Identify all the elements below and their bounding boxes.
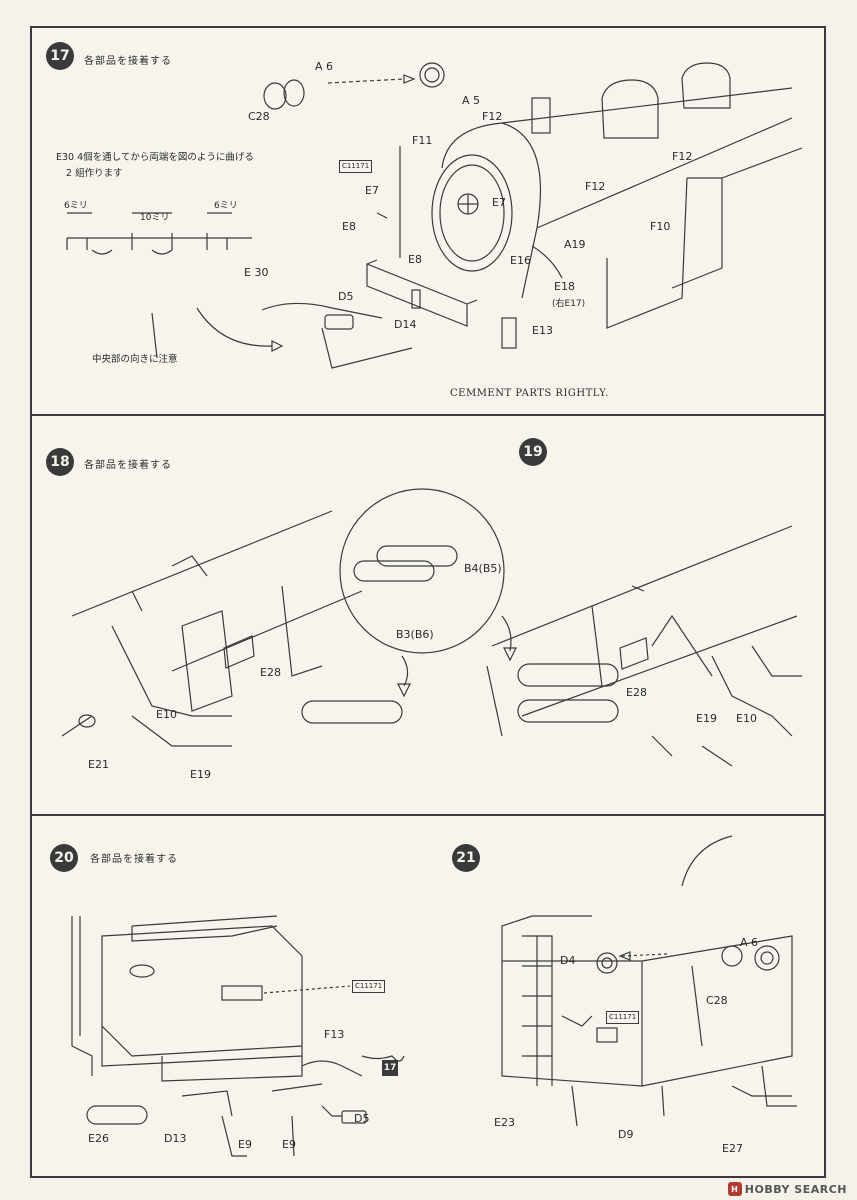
step-20-badge: 20 [50, 844, 78, 872]
s18-label-e28: E28 [260, 666, 281, 679]
s21-label-e23: E23 [494, 1116, 515, 1129]
s18-label-e19: E19 [190, 768, 211, 781]
s19-label-e10: E10 [736, 712, 757, 725]
s18-label-e10: E10 [156, 708, 177, 721]
label-e18-sub: (右E17) [552, 299, 586, 309]
step-19-badge: 19 [519, 438, 547, 466]
label-d14: D14 [394, 318, 417, 331]
label-f10: F10 [650, 220, 671, 233]
label-a19: A19 [564, 238, 586, 251]
step-18-19-drawing [61, 488, 802, 767]
label-e16: E16 [510, 254, 531, 267]
callout-label-b3: B3(B6) [396, 628, 434, 641]
step-17-drawing [66, 62, 803, 369]
s21-label-c28: C28 [706, 994, 728, 1007]
s21-label-d9: D9 [618, 1128, 634, 1141]
instruction-sheet: 17 各部品を接着する [30, 26, 826, 1178]
watermark-text: HOBBY SEARCH [744, 1182, 847, 1196]
s20-label-d13: D13 [164, 1132, 187, 1145]
s20-label-f13: F13 [324, 1028, 345, 1041]
note-center-orientation: 中央部の向きに注意 [92, 354, 178, 365]
label-f12-top: F12 [482, 110, 503, 123]
step-20-title: 各部品を接着する [90, 854, 178, 865]
label-e7-left: E7 [365, 184, 379, 197]
label-e8-right: E8 [408, 253, 422, 266]
s20-label-e9-right: E9 [282, 1138, 296, 1151]
step-17-badge: 17 [46, 42, 74, 70]
s21-label-e27: E27 [722, 1142, 743, 1155]
s21-label-d4: D4 [560, 954, 576, 967]
hobby-search-watermark: H HOBBY SEARCH [727, 1182, 847, 1196]
step-17-panel: 17 各部品を接着する [32, 28, 824, 416]
label-a6: A 6 [315, 60, 334, 73]
number-plate: C11171 [339, 160, 373, 173]
label-e8-left: E8 [342, 220, 356, 233]
step-21-badge: 21 [452, 844, 480, 872]
label-e7-right: E7 [492, 196, 506, 209]
label-f12-mid: F12 [585, 180, 606, 193]
label-a5: A 5 [462, 94, 481, 107]
label-e30: E 30 [244, 266, 269, 279]
s20-ref-step-17: 17 [382, 1060, 398, 1076]
s19-label-e28: E28 [626, 686, 647, 699]
label-d5: D5 [338, 290, 354, 303]
caption-cement: CEMMENT PARTS RIGHTLY. [450, 388, 609, 399]
step-18-title: 各部品を接着する [84, 460, 172, 471]
dim-left: 6ミリ [64, 201, 88, 211]
label-f12-right: F12 [672, 150, 693, 163]
step-17-title: 各部品を接着する [84, 56, 172, 67]
s20-label-d5: D5 [354, 1112, 370, 1125]
label-e18: E18 [554, 280, 575, 293]
s20-number-plate: C11171 [352, 980, 386, 993]
note-e30-line2: 2 組作ります [66, 168, 123, 179]
label-e13: E13 [532, 324, 553, 337]
step-20-21-panel: 20 各部品を接着する 21 [32, 816, 824, 1178]
note-e30-line1: E30 4個を通してから両端を図のように曲げる [56, 152, 254, 163]
s21-number-plate: C11171 [606, 1011, 640, 1024]
callout-label-b4: B4(B5) [464, 562, 502, 575]
label-f11: F11 [412, 134, 433, 147]
step-18-badge: 18 [46, 448, 74, 476]
step-18-19-panel: 18 各部品を接着する 19 [32, 416, 824, 816]
s20-label-e9-left: E9 [238, 1138, 252, 1151]
s18-label-e21: E21 [88, 758, 109, 771]
s21-label-a6: A 6 [740, 936, 759, 949]
dim-right: 6ミリ [214, 201, 238, 211]
label-c28: C28 [248, 110, 270, 123]
s19-label-e19: E19 [696, 712, 717, 725]
dim-mid: 10ミリ [140, 213, 170, 223]
s20-label-e26: E26 [88, 1132, 109, 1145]
step-20-21-drawing [71, 835, 797, 1157]
hobby-search-logo-icon: H [727, 1182, 742, 1196]
